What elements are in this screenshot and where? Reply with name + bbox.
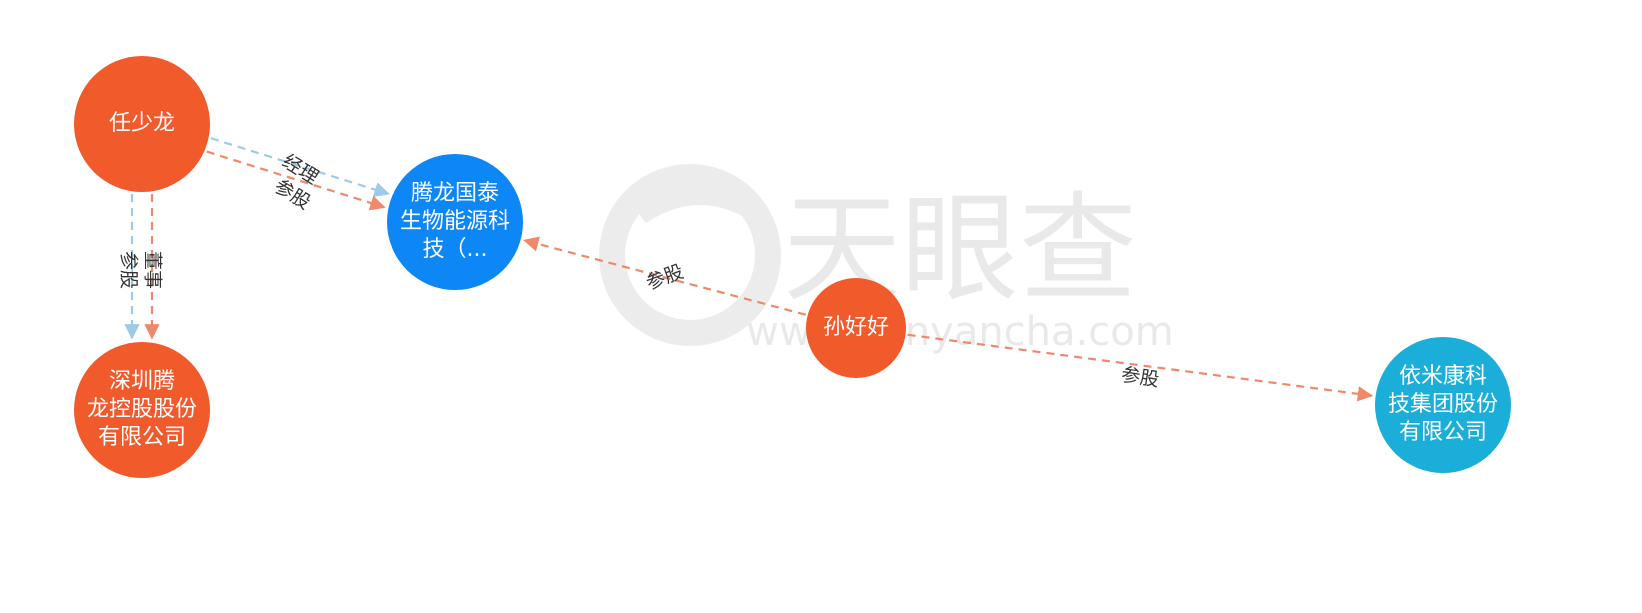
node-label-shenzhen: 龙控股股份 xyxy=(87,397,197,422)
node-label-ren: 任少龙 xyxy=(109,111,175,136)
node-label-yimikang: 有限公司 xyxy=(1399,420,1487,445)
node-label-sun: 孙好好 xyxy=(823,315,889,340)
node-label-tenglong: 生物能源科 xyxy=(400,209,510,234)
node-ren[interactable]: 任少龙 xyxy=(74,56,210,192)
edges-layer xyxy=(124,137,1374,402)
node-tenglong[interactable]: 腾龙国泰生物能源科技（... xyxy=(387,154,523,290)
edge-label-ren-shenzhen-role: 董事 xyxy=(142,251,164,289)
node-label-tenglong: 技（... xyxy=(423,237,488,262)
node-label-shenzhen: 深圳腾 xyxy=(109,369,175,394)
node-label-yimikang: 技集团股份 xyxy=(1388,392,1498,417)
node-circle-tenglong[interactable] xyxy=(387,154,523,290)
node-label-yimikang: 依米康科 xyxy=(1399,364,1487,389)
edge-sun-tenglong-invest xyxy=(523,236,807,316)
edge-label-ren-shenzhen-invest: 参股 xyxy=(118,251,140,289)
node-circle-sun[interactable] xyxy=(806,278,906,378)
node-sun[interactable]: 孙好好 xyxy=(806,278,906,378)
node-label-tenglong: 腾龙国泰 xyxy=(411,181,499,206)
edge-labels-layer: 经理参股参股董事参股参股 xyxy=(118,150,1161,391)
node-circle-ren[interactable] xyxy=(74,56,210,192)
edge-label-sun-yimikang-invest: 参股 xyxy=(1120,364,1161,392)
edge-ren-tenglong-invest xyxy=(206,150,386,211)
edge-label-sun-tenglong-invest: 参股 xyxy=(643,261,686,295)
node-circle-yimikang[interactable] xyxy=(1375,337,1511,473)
node-label-shenzhen: 有限公司 xyxy=(98,425,186,450)
edge-ren-tenglong-role xyxy=(210,137,390,198)
node-circle-shenzhen[interactable] xyxy=(74,342,210,478)
